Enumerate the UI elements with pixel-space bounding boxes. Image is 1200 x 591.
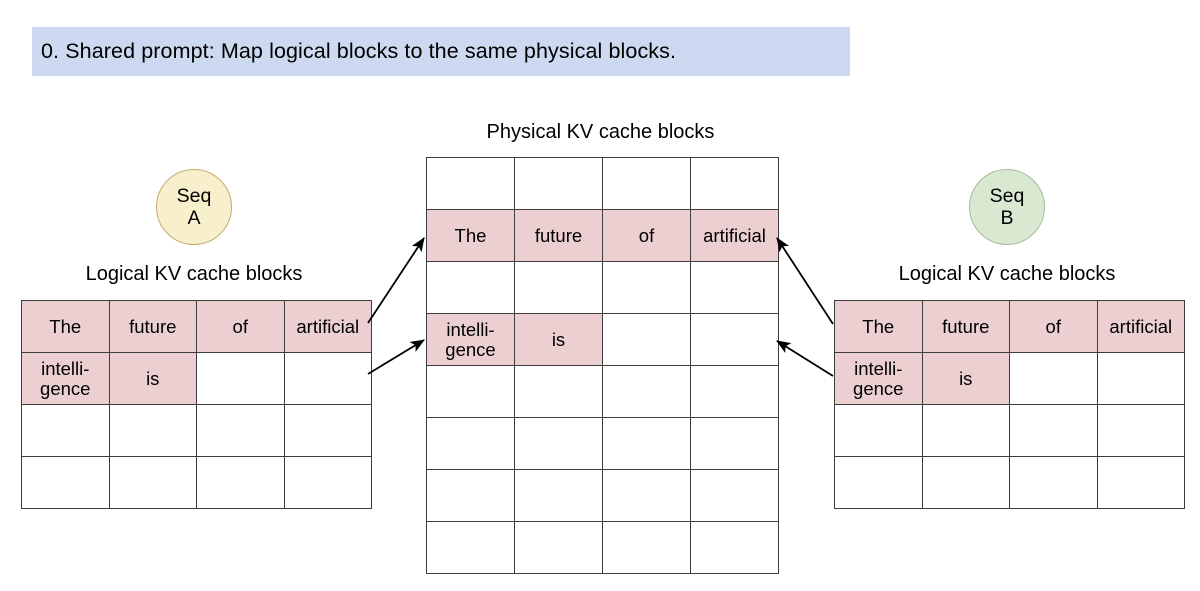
kv-block-cell [921, 456, 1010, 509]
kv-block-cell: artificial [690, 209, 779, 262]
kv-block-cell [602, 469, 691, 522]
logical-a-table-caption: Logical KV cache blocks [85, 263, 303, 285]
kv-block-cell [690, 521, 779, 574]
kv-block-cell [514, 521, 603, 574]
kv-block-cell [690, 313, 779, 366]
kv-block-cell [426, 261, 515, 314]
kv-block-cell [834, 456, 923, 509]
kv-block-cell: future [514, 209, 603, 262]
kv-block-cell [602, 313, 691, 366]
kv-block-cell [426, 521, 515, 574]
kv-block-cell [426, 469, 515, 522]
kv-block-cell [1096, 352, 1185, 405]
kv-block-cell [196, 404, 285, 457]
kv-block-cell [196, 352, 285, 405]
kv-block-cell [283, 456, 372, 509]
kv-block-cell: of [1009, 300, 1098, 353]
kv-block-cell: The [21, 300, 110, 353]
kv-block-cell [602, 365, 691, 418]
table-row [834, 404, 1185, 457]
kv-block-cell [283, 352, 372, 405]
kv-block-cell [514, 417, 603, 470]
kv-block-cell [108, 456, 197, 509]
kv-block-cell [514, 365, 603, 418]
kv-block-cell [21, 404, 110, 457]
table-row [426, 521, 779, 574]
kv-block-cell [921, 404, 1010, 457]
arrow-a-row2-to-physical-row4 [367, 339, 425, 375]
kv-block-cell [690, 157, 779, 210]
kv-block-cell [1009, 352, 1098, 405]
kv-block-cell: of [196, 300, 285, 353]
kv-block-cell: of [602, 209, 691, 262]
kv-block-cell [426, 417, 515, 470]
kv-block-cell: future [921, 300, 1010, 353]
kv-block-cell [283, 404, 372, 457]
kv-block-cell [514, 469, 603, 522]
table-row [21, 404, 372, 457]
kv-block-cell [690, 261, 779, 314]
kv-block-cell [196, 456, 285, 509]
prompt-banner-text: 0. Shared prompt: Map logical blocks to … [41, 38, 677, 63]
kv-block-cell: artificial [1096, 300, 1185, 353]
table-row [426, 365, 779, 418]
table-row [21, 456, 372, 509]
kv-block-cell: artificial [283, 300, 372, 353]
prompt-banner: 0. Shared prompt: Map logical blocks to … [32, 27, 850, 76]
kv-block-cell [514, 261, 603, 314]
kv-block-cell: future [108, 300, 197, 353]
kv-block-cell [602, 261, 691, 314]
kv-block-cell: The [426, 209, 515, 262]
seq-a-badge: Seq A [156, 169, 232, 245]
table-row [426, 157, 779, 210]
kv-block-cell [602, 417, 691, 470]
kv-block-cell [1009, 404, 1098, 457]
kv-block-cell [514, 157, 603, 210]
kv-block-cell [690, 417, 779, 470]
arrow-b-row2-to-physical-row4 [776, 340, 834, 377]
arrow-a-row1-to-physical-row2 [367, 237, 425, 324]
physical-table-caption: Physical KV cache blocks [486, 121, 715, 143]
kv-block-cell [1096, 456, 1185, 509]
kv-block-cell [108, 404, 197, 457]
seq-b-badge: Seq B [969, 169, 1045, 245]
kv-block-cell: intelli-gence [834, 352, 923, 405]
kv-block-cell: The [834, 300, 923, 353]
logical-b-table-caption: Logical KV cache blocks [898, 263, 1116, 285]
table-row [426, 261, 779, 314]
kv-block-cell [426, 157, 515, 210]
kv-block-cell [21, 456, 110, 509]
kv-block-cell [602, 521, 691, 574]
kv-block-cell [690, 365, 779, 418]
arrow-b-row1-to-physical-row2 [776, 237, 834, 325]
table-row [834, 456, 1185, 509]
kv-block-cell [426, 365, 515, 418]
kv-block-cell [834, 404, 923, 457]
kv-block-cell [1009, 456, 1098, 509]
kv-block-cell: is [108, 352, 197, 405]
kv-block-cell [1096, 404, 1185, 457]
seq-a-label-line1: Seq [176, 184, 212, 207]
seq-a-label-line2: A [187, 207, 201, 229]
table-row [426, 417, 779, 470]
kv-block-cell: intelli-gence [426, 313, 515, 366]
kv-block-cell [602, 157, 691, 210]
table-row [426, 469, 779, 522]
kv-block-cell [690, 469, 779, 522]
seq-b-label-line2: B [1000, 207, 1014, 229]
seq-b-label-line1: Seq [989, 184, 1025, 207]
kv-block-cell: is [921, 352, 1010, 405]
kv-block-cell: intelli-gence [21, 352, 110, 405]
kv-block-cell: is [514, 313, 603, 366]
